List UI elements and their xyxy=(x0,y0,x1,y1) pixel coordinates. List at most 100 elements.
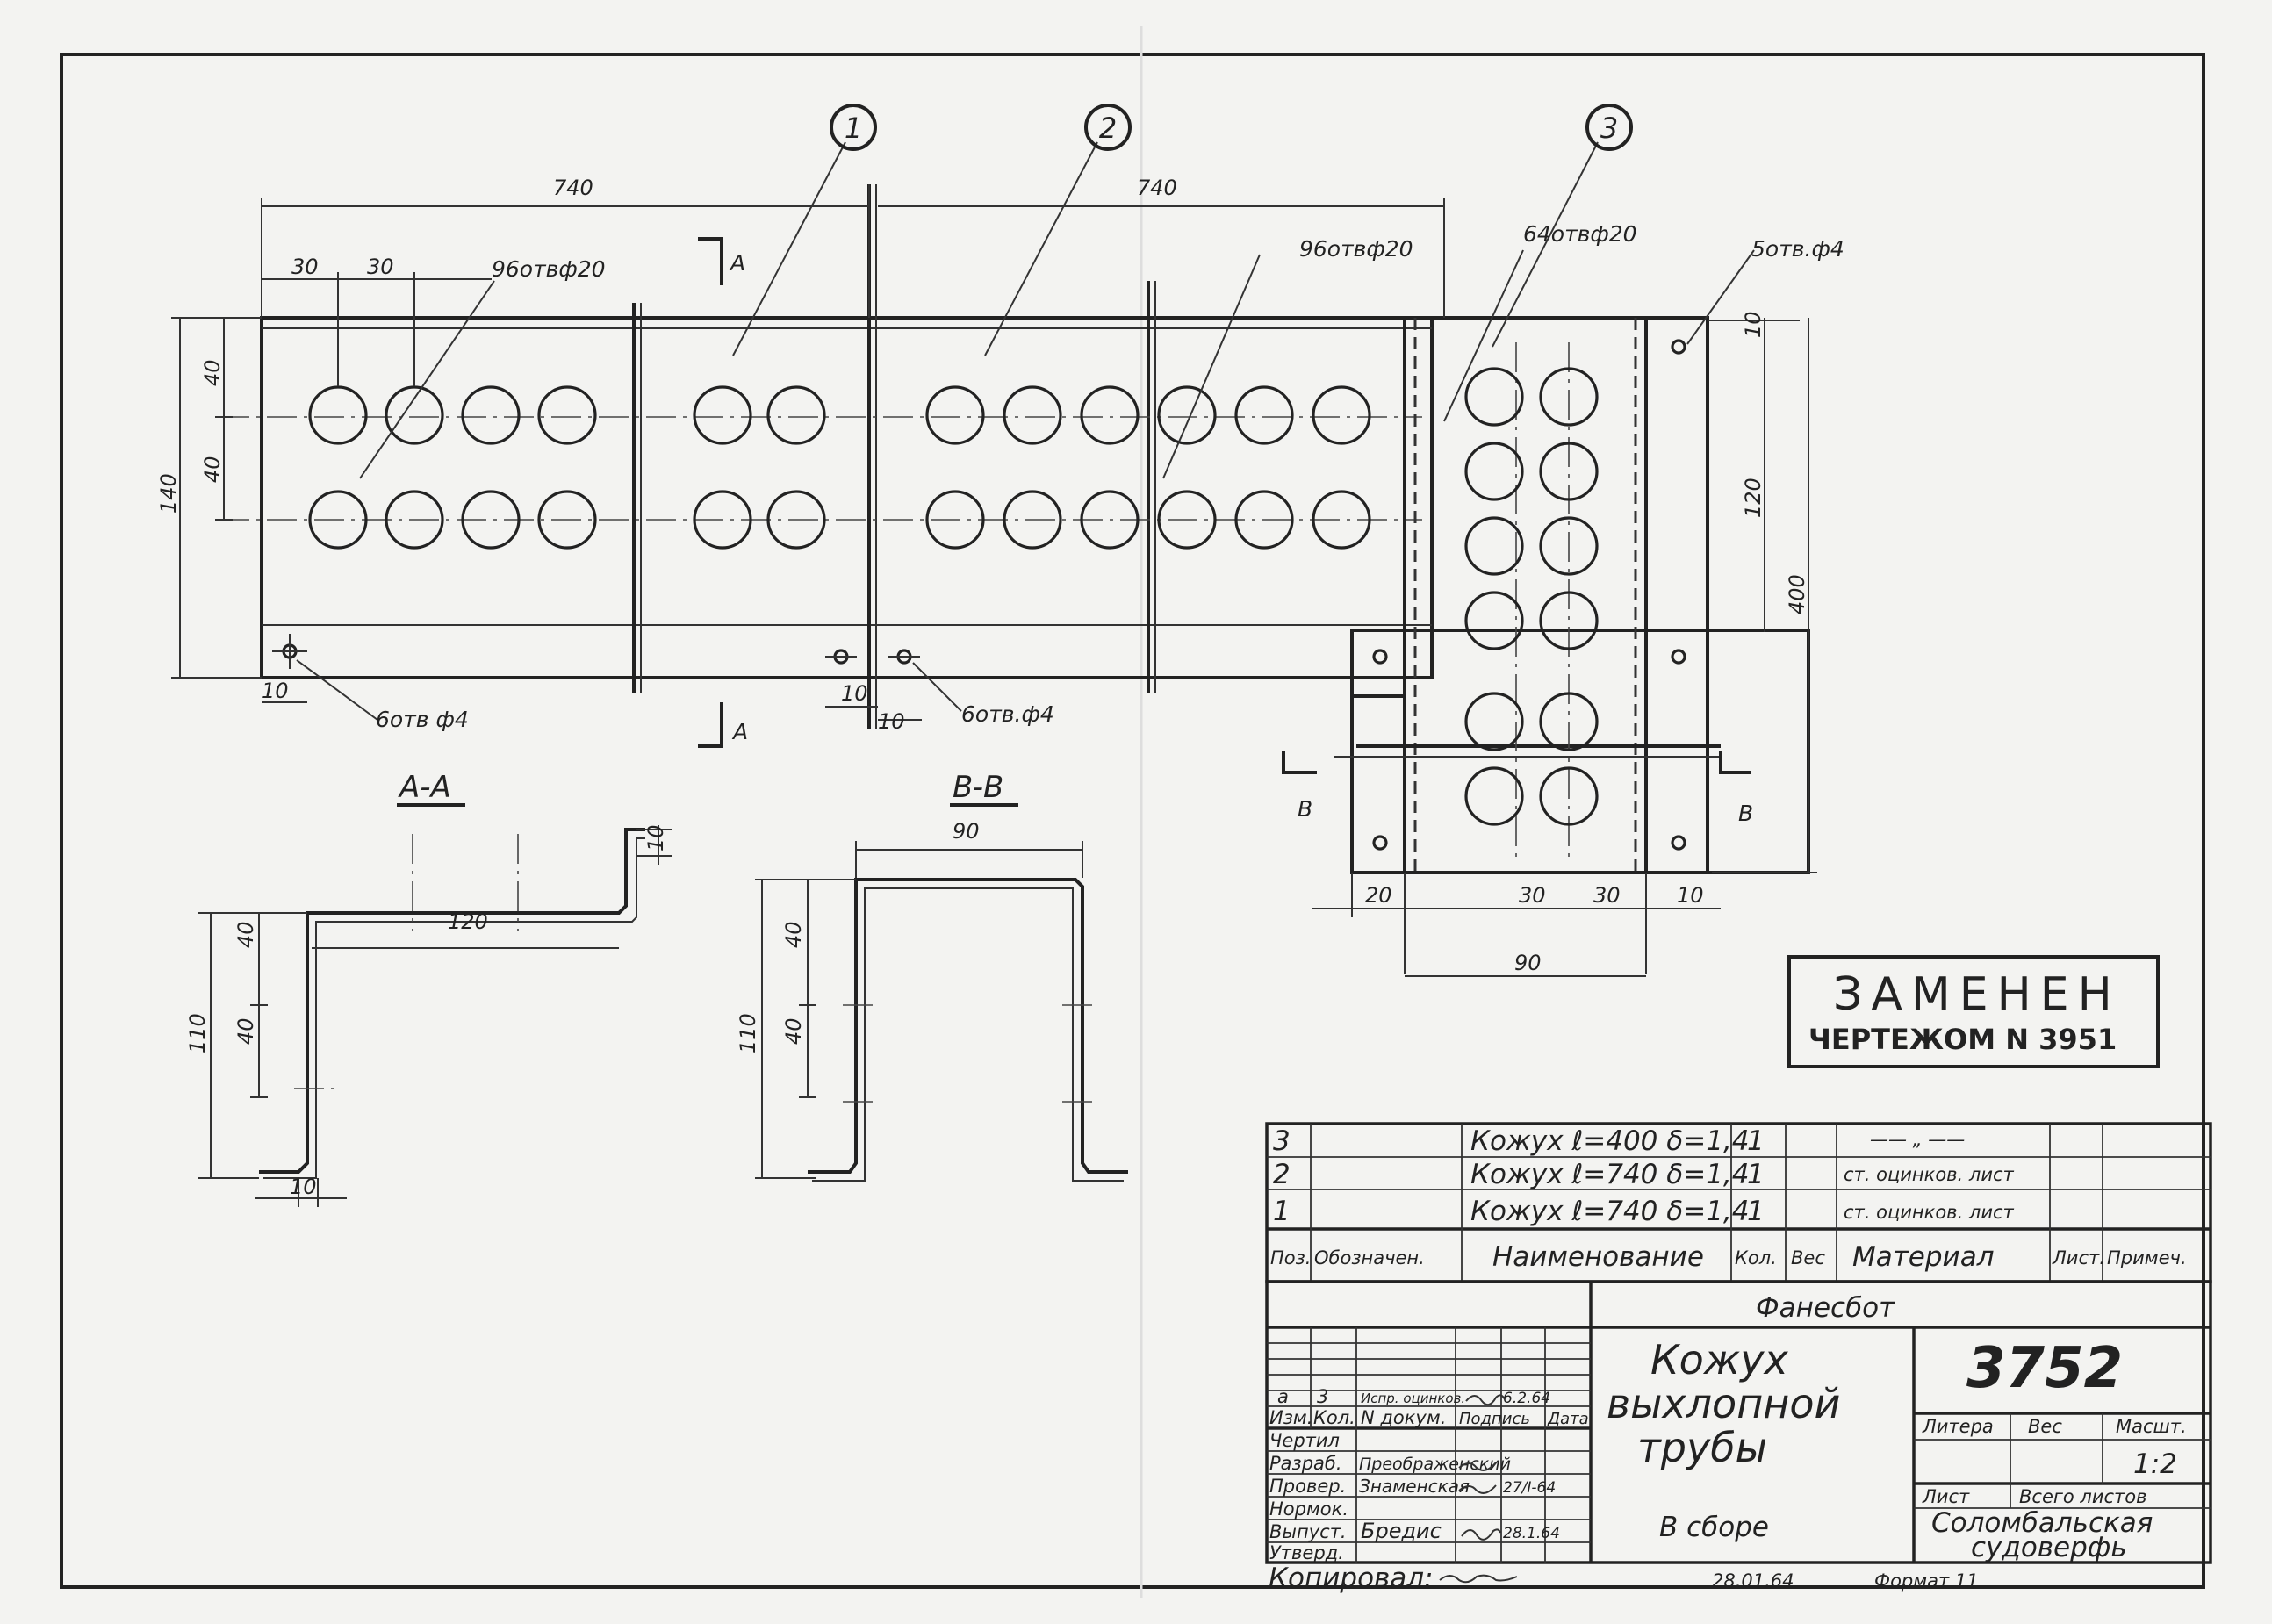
title-litera-label: Литера xyxy=(1922,1416,1994,1437)
signature-mark xyxy=(1458,1484,1497,1494)
hole xyxy=(1464,692,1524,751)
hole xyxy=(1539,591,1599,650)
hole xyxy=(1312,385,1371,445)
title-line-1: Кожух xyxy=(1650,1336,1788,1383)
bom-pos: 2 xyxy=(1273,1159,1291,1190)
bom-pos: 3 xyxy=(1273,1125,1291,1157)
bom-qty: 1 xyxy=(1747,1196,1765,1227)
bom-header-material: Материал xyxy=(1852,1241,1995,1273)
dim-edge-mid: 10 xyxy=(841,681,868,706)
section-title-bb: B-B xyxy=(953,770,1003,805)
bom-name: Кожух ℓ=400 δ=1,4 xyxy=(1470,1125,1750,1157)
hole xyxy=(308,490,368,550)
role-label: Нормок. xyxy=(1269,1498,1348,1520)
bom-material: ст. оцинков. лист xyxy=(1844,1164,2015,1185)
rev-date: 6.2.64 xyxy=(1503,1390,1550,1407)
dim-b-90: 90 xyxy=(1514,951,1542,975)
part-3-flange xyxy=(1644,316,1709,874)
dim-len2: 740 xyxy=(1137,176,1177,200)
note-holes-1: 96отвф20 xyxy=(492,256,606,282)
title-sheet-label: Лист xyxy=(1922,1486,1970,1507)
dim-bb-40b: 40 xyxy=(781,1017,806,1045)
dim-height: 140 xyxy=(156,473,181,514)
signature-mark xyxy=(1439,1574,1518,1584)
signature-mark xyxy=(1465,1394,1506,1406)
hole xyxy=(1312,490,1371,550)
signature-mark xyxy=(1458,1462,1497,1471)
hole xyxy=(1080,385,1140,445)
bom-pos: 1 xyxy=(1273,1196,1291,1227)
role-date: 28.1.64 xyxy=(1503,1525,1560,1542)
rev-doc: Испр. оцинков. xyxy=(1361,1390,1465,1406)
hole xyxy=(308,385,368,445)
section-b-b xyxy=(755,841,1128,1182)
hole xyxy=(1539,442,1599,501)
title-subtitle: В сборе xyxy=(1659,1512,1769,1543)
role-label: Провер. xyxy=(1269,1476,1346,1497)
role-label: Утверд. xyxy=(1269,1542,1344,1563)
dim-aa-40a: 40 xyxy=(234,921,258,948)
hole xyxy=(1539,516,1599,576)
hole xyxy=(537,385,597,445)
balloon xyxy=(1585,104,1633,151)
hole-group-part-3 xyxy=(1464,367,1599,826)
head-data: Дата xyxy=(1547,1410,1589,1428)
note-holes-3: 64отвф20 xyxy=(1523,221,1637,247)
dim-b-30b: 30 xyxy=(1593,883,1621,908)
head-podp: Подпись xyxy=(1459,1410,1530,1428)
hole xyxy=(1003,490,1062,550)
hole xyxy=(1234,490,1294,550)
sheet-frame xyxy=(60,53,2205,1589)
dim-pitch-b: 30 xyxy=(367,255,394,279)
dim-span3: 120 xyxy=(1741,478,1765,518)
balloon xyxy=(1084,104,1132,151)
bom-header-name: Наименование xyxy=(1492,1241,1704,1273)
role-label: Чертил xyxy=(1269,1430,1340,1451)
hole-group-part-2 xyxy=(925,385,1371,550)
balloon-label: 2 xyxy=(1099,111,1117,145)
signature-mark xyxy=(1461,1528,1501,1541)
rev-qty: 3 xyxy=(1317,1386,1328,1407)
section-markers xyxy=(698,237,1751,774)
hole xyxy=(1003,385,1062,445)
hole xyxy=(1234,385,1294,445)
title-org-line-2: судоверфь xyxy=(1971,1532,2127,1563)
hole xyxy=(1157,490,1217,550)
leader-balloon-1 xyxy=(732,141,846,356)
role-name: Преображенский xyxy=(1359,1455,1511,1474)
copied-date: 28.01.64 xyxy=(1712,1570,1794,1592)
sheet-format: Формат 11 xyxy=(1874,1570,1979,1592)
title-scale-label: Масшт. xyxy=(2116,1416,2187,1437)
dim-bb-110: 110 xyxy=(736,1013,760,1053)
replaced-stamp-frame xyxy=(1787,955,2160,1068)
section-mark-b-left: B xyxy=(1298,796,1312,822)
dim-bb-40a: 40 xyxy=(781,921,806,948)
bom-material: ст. оцинков. лист xyxy=(1844,1202,2015,1223)
dim-aa-110: 110 xyxy=(185,1013,210,1053)
dim-edge-left: 10 xyxy=(262,679,289,703)
rev-letter: а xyxy=(1277,1386,1289,1407)
bom-header-designation: Обозначен. xyxy=(1314,1247,1425,1268)
balloon-label: 1 xyxy=(845,111,862,145)
section-a-profile xyxy=(259,828,645,1174)
head-izm: Изм. xyxy=(1269,1407,1312,1428)
role-name: Знаменская xyxy=(1359,1476,1470,1497)
hole-group-part-1 xyxy=(308,385,826,550)
title-total-sheets-label: Всего листов xyxy=(2019,1486,2147,1507)
bom-header-pos: Поз. xyxy=(1270,1247,1311,1268)
hole xyxy=(925,490,985,550)
dim-aa-120: 120 xyxy=(448,909,488,934)
balloon-label: 3 xyxy=(1600,111,1618,145)
leader-lines xyxy=(296,141,1755,721)
small-hole xyxy=(1372,835,1388,851)
leader-small-1 xyxy=(296,659,378,721)
note-small-3: 5отв.ф4 xyxy=(1751,236,1844,262)
bom-header-qty: Кол. xyxy=(1735,1247,1777,1268)
dim-top3: 10 xyxy=(1741,311,1765,338)
dim-b-10: 10 xyxy=(1677,883,1704,908)
bom-material: —— „ —— xyxy=(1870,1129,1965,1150)
bom-name: Кожух ℓ=740 δ=1,4 xyxy=(1470,1196,1750,1227)
note-holes-2: 96отвф20 xyxy=(1299,236,1413,262)
bom-name: Кожух ℓ=740 δ=1,4 xyxy=(1470,1159,1750,1190)
